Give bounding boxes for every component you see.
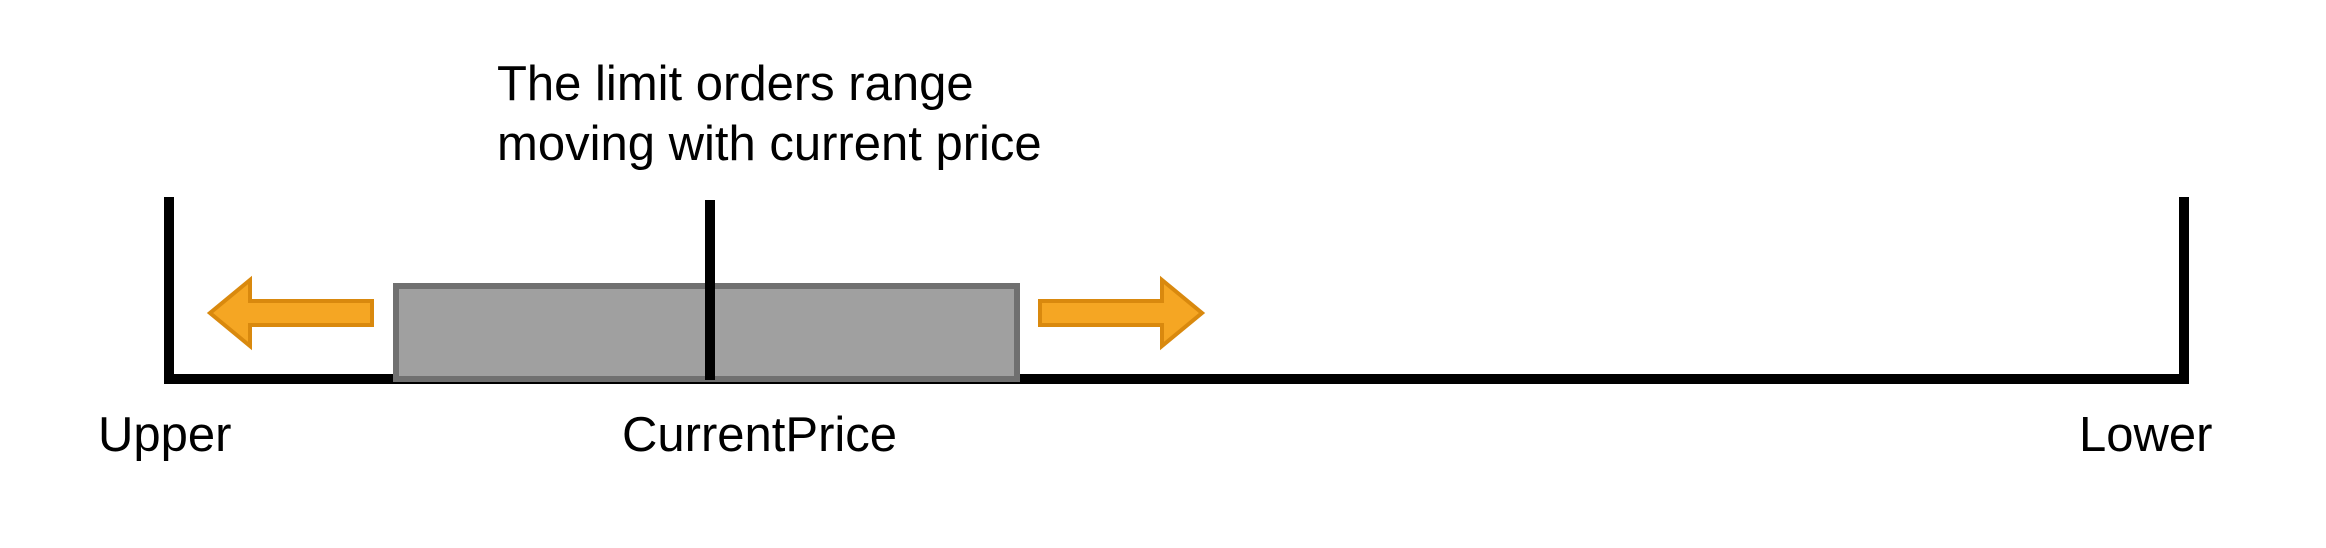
annotation-line-2: moving with current price: [497, 117, 1042, 171]
arrow-left-icon: [206, 275, 374, 351]
upper-label: Upper: [98, 408, 231, 462]
annotation-line-1: The limit orders range: [497, 57, 974, 111]
lower-label: Lower: [2079, 408, 2212, 462]
arrow-right-icon: [1038, 275, 1206, 351]
current-price-label: CurrentPrice: [622, 408, 897, 462]
